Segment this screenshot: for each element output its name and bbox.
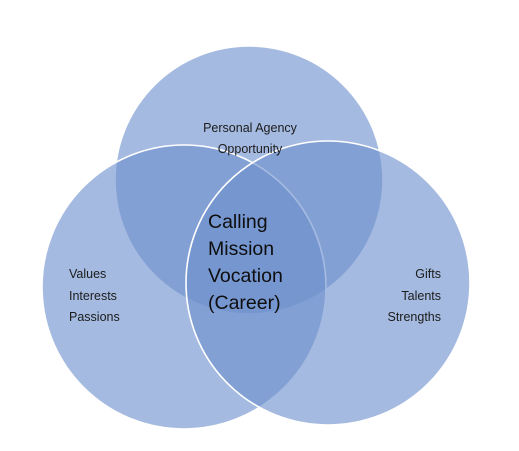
left-label-line-2: Interests [69,289,117,303]
center-label-line-2: Mission [208,238,274,260]
left-label-line-3: Passions [69,310,120,324]
right-label-line-3: Strengths [387,310,441,324]
right-circle [185,140,471,426]
center-label-line-3: Vocation [208,265,283,287]
top-label-line-1: Personal Agency [203,121,298,135]
top-label-line-2: Opportunity [218,142,283,156]
right-label-line-2: Talents [401,289,441,303]
center-label-line-1: Calling [208,211,268,233]
center-label-line-4: (Career) [208,292,281,314]
right-label-line-1: Gifts [415,267,441,281]
left-label-line-1: Values [69,267,106,281]
